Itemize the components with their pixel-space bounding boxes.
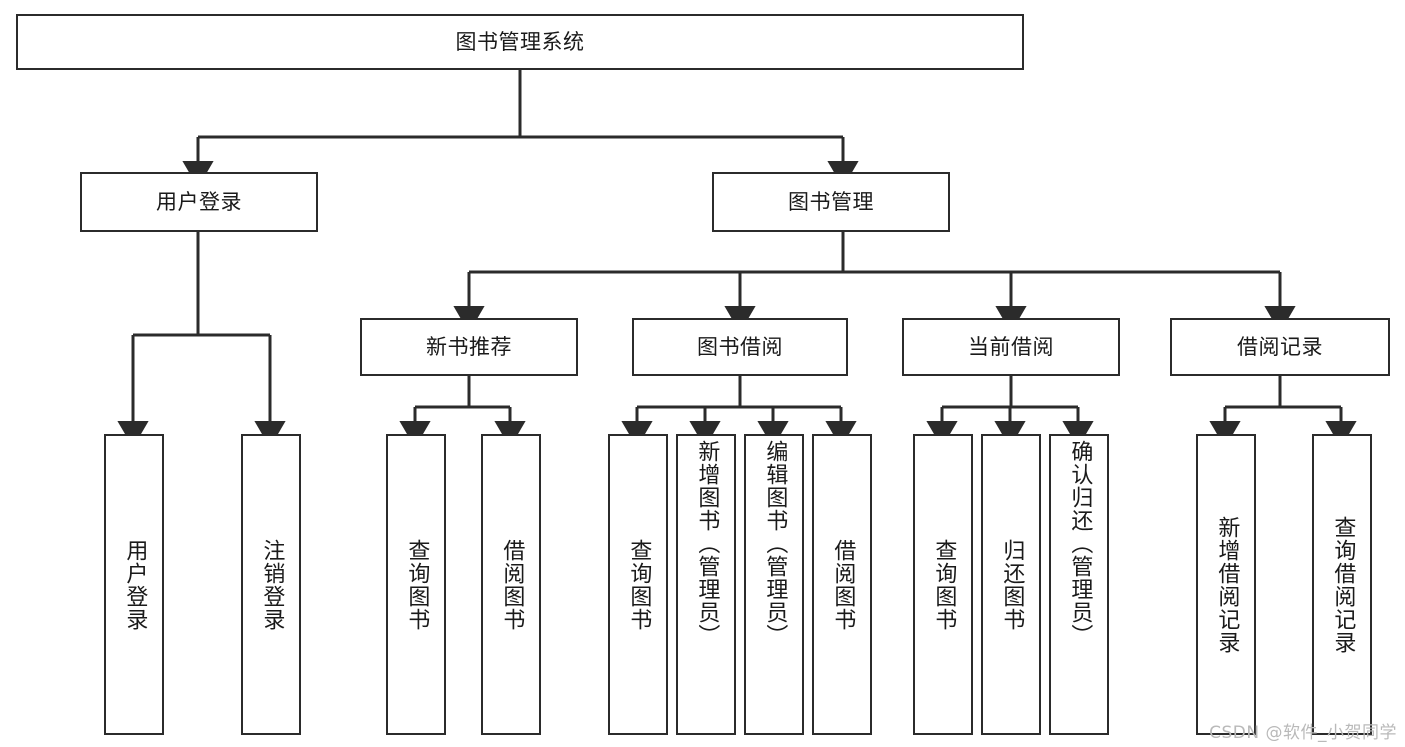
node-label: 新书推荐 [426, 334, 512, 359]
leaf-logout[interactable]: 注销登录 [241, 434, 301, 735]
node-label: 查询图书 [931, 538, 957, 631]
node-new-book-recommend[interactable]: 新书推荐 [360, 318, 578, 376]
node-label: 注销登录 [259, 538, 285, 631]
leaf-confirm-return-admin[interactable]: 确认归还（管理员） [1049, 434, 1109, 735]
leaf-query-borrow-record[interactable]: 查询借阅记录 [1312, 434, 1372, 735]
node-label: 图书管理 [788, 189, 874, 214]
node-label: 用户登录 [122, 538, 148, 631]
node-label: 编辑图书（管理员） [762, 440, 788, 647]
node-label: 新增借阅记录 [1214, 515, 1240, 654]
node-label: 图书管理系统 [455, 29, 585, 54]
node-user-login[interactable]: 用户登录 [80, 172, 318, 232]
node-label: 新增图书（管理员） [694, 440, 720, 647]
node-label: 借阅记录 [1237, 334, 1323, 359]
node-label: 图书借阅 [697, 334, 783, 359]
node-book-borrow[interactable]: 图书借阅 [632, 318, 848, 376]
leaf-return-books[interactable]: 归还图书 [981, 434, 1041, 735]
leaf-borrow-books[interactable]: 借阅图书 [812, 434, 872, 735]
leaf-add-borrow-record[interactable]: 新增借阅记录 [1196, 434, 1256, 735]
node-label: 查询图书 [404, 538, 430, 631]
node-book-management[interactable]: 图书管理 [712, 172, 950, 232]
node-borrow-records[interactable]: 借阅记录 [1170, 318, 1390, 376]
node-label: 查询借阅记录 [1330, 515, 1356, 654]
node-label: 确认归还（管理员） [1067, 440, 1093, 647]
node-root-system[interactable]: 图书管理系统 [16, 14, 1024, 70]
leaf-borrow-books-recommend[interactable]: 借阅图书 [481, 434, 541, 735]
node-current-borrow[interactable]: 当前借阅 [902, 318, 1120, 376]
node-label: 借阅图书 [830, 538, 856, 631]
leaf-query-books-recommend[interactable]: 查询图书 [386, 434, 446, 735]
node-label: 查询图书 [626, 538, 652, 631]
node-label: 当前借阅 [968, 334, 1054, 359]
node-label: 归还图书 [999, 538, 1025, 631]
leaf-query-books-current[interactable]: 查询图书 [913, 434, 973, 735]
leaf-add-book-admin[interactable]: 新增图书（管理员） [676, 434, 736, 735]
leaf-user-login[interactable]: 用户登录 [104, 434, 164, 735]
watermark: CSDN @软件_小贺同学 [1209, 723, 1397, 743]
leaf-query-books-borrow[interactable]: 查询图书 [608, 434, 668, 735]
node-label: 用户登录 [156, 189, 242, 214]
node-label: 借阅图书 [499, 538, 525, 631]
leaf-edit-book-admin[interactable]: 编辑图书（管理员） [744, 434, 804, 735]
